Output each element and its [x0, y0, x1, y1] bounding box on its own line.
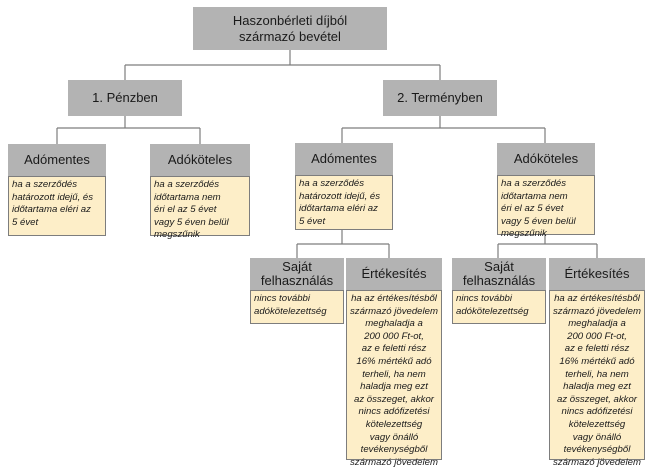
- kind-exempt-sale-note: ha az értékesítésből származó jövedelem …: [346, 290, 442, 468]
- cash-taxable-note: ha a szerződés időtartama nem éri el az …: [150, 176, 250, 240]
- kind-taxable-own-use-note: nincs további adókötelezettség: [452, 290, 546, 324]
- kind-exempt-own-use-header: Saját felhasználás: [250, 258, 344, 290]
- kind-taxable-note: ha a szerződés időtartama nem éri el az …: [497, 175, 595, 239]
- kind-taxable-sale-header: Értékesítés: [549, 258, 645, 290]
- cash-exempt-header: Adómentes: [8, 144, 106, 176]
- cash-branch-node: 1. Pénzben: [68, 80, 182, 116]
- kind-exempt-own-use-note: nincs további adókötelezettség: [250, 290, 344, 324]
- cash-taxable-header: Adóköteles: [150, 144, 250, 176]
- kind-taxable-sale-note: ha az értékesítésből származó jövedelem …: [549, 290, 645, 468]
- kind-taxable-own-use-header: Saját felhasználás: [452, 258, 546, 290]
- kind-exempt-header: Adómentes: [295, 143, 393, 175]
- root-node: Haszonbérleti díjból származó bevétel: [193, 7, 387, 50]
- kind-branch-node: 2. Terményben: [383, 80, 497, 116]
- kind-exempt-sale-header: Értékesítés: [346, 258, 442, 290]
- kind-exempt-note: ha a szerződés határozott idejű, és időt…: [295, 175, 393, 230]
- cash-exempt-note: ha a szerződés határozott idejű, és időt…: [8, 176, 106, 236]
- kind-taxable-header: Adóköteles: [497, 143, 595, 175]
